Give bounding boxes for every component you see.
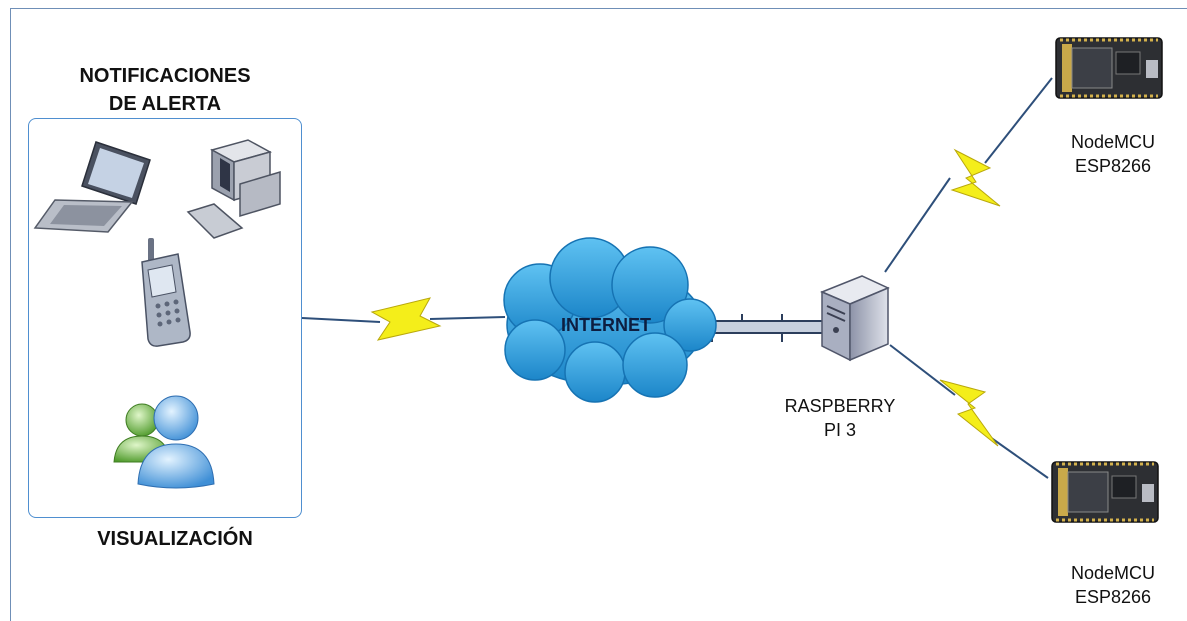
server-icon <box>820 275 890 362</box>
nodemcu-bottom-label-line-2: ESP8266 <box>1074 587 1152 607</box>
users-icon <box>113 395 215 489</box>
alert-label-line-1: NOTIFICACIONES <box>79 65 251 87</box>
visualization-label: VISUALIZACIÓN <box>97 528 253 550</box>
nodemcu-bottom-label-line-1: NodeMCU <box>1070 563 1156 583</box>
lightning-link-icon <box>370 297 442 341</box>
lightning-link-icon <box>950 148 1001 207</box>
raspberry-label-line-1: RASPBERRY <box>784 396 896 416</box>
desktop-computer-icon <box>186 139 281 239</box>
frame-border-left <box>10 8 11 621</box>
raspberry-label-line-2: PI 3 <box>823 420 857 440</box>
alert-label-line-2: DE ALERTA <box>108 93 222 115</box>
alert-notifications-label: NOTIFICACIONES DE ALERTA <box>60 62 270 118</box>
nodemcu-bottom-label: NodeMCU ESP8266 <box>1038 561 1187 609</box>
raspberry-pi-label: RASPBERRY PI 3 <box>760 394 920 442</box>
lightning-link-icon <box>939 379 999 447</box>
nodemcu-top-label-line-2: ESP8266 <box>1074 156 1152 176</box>
nodemcu-top-label: NodeMCU ESP8266 <box>1038 130 1187 178</box>
laptop-icon <box>33 141 151 233</box>
nodemcu-top-label-line-1: NodeMCU <box>1070 132 1156 152</box>
cloud-icon <box>503 237 717 403</box>
nodemcu-board-icon <box>1055 37 1163 99</box>
nodemcu-board-icon <box>1051 461 1159 523</box>
ethernet-cable <box>699 314 831 342</box>
mobile-phone-icon <box>141 238 191 347</box>
frame-border-top <box>10 8 1187 9</box>
internet-label: INTERNET <box>561 315 651 335</box>
